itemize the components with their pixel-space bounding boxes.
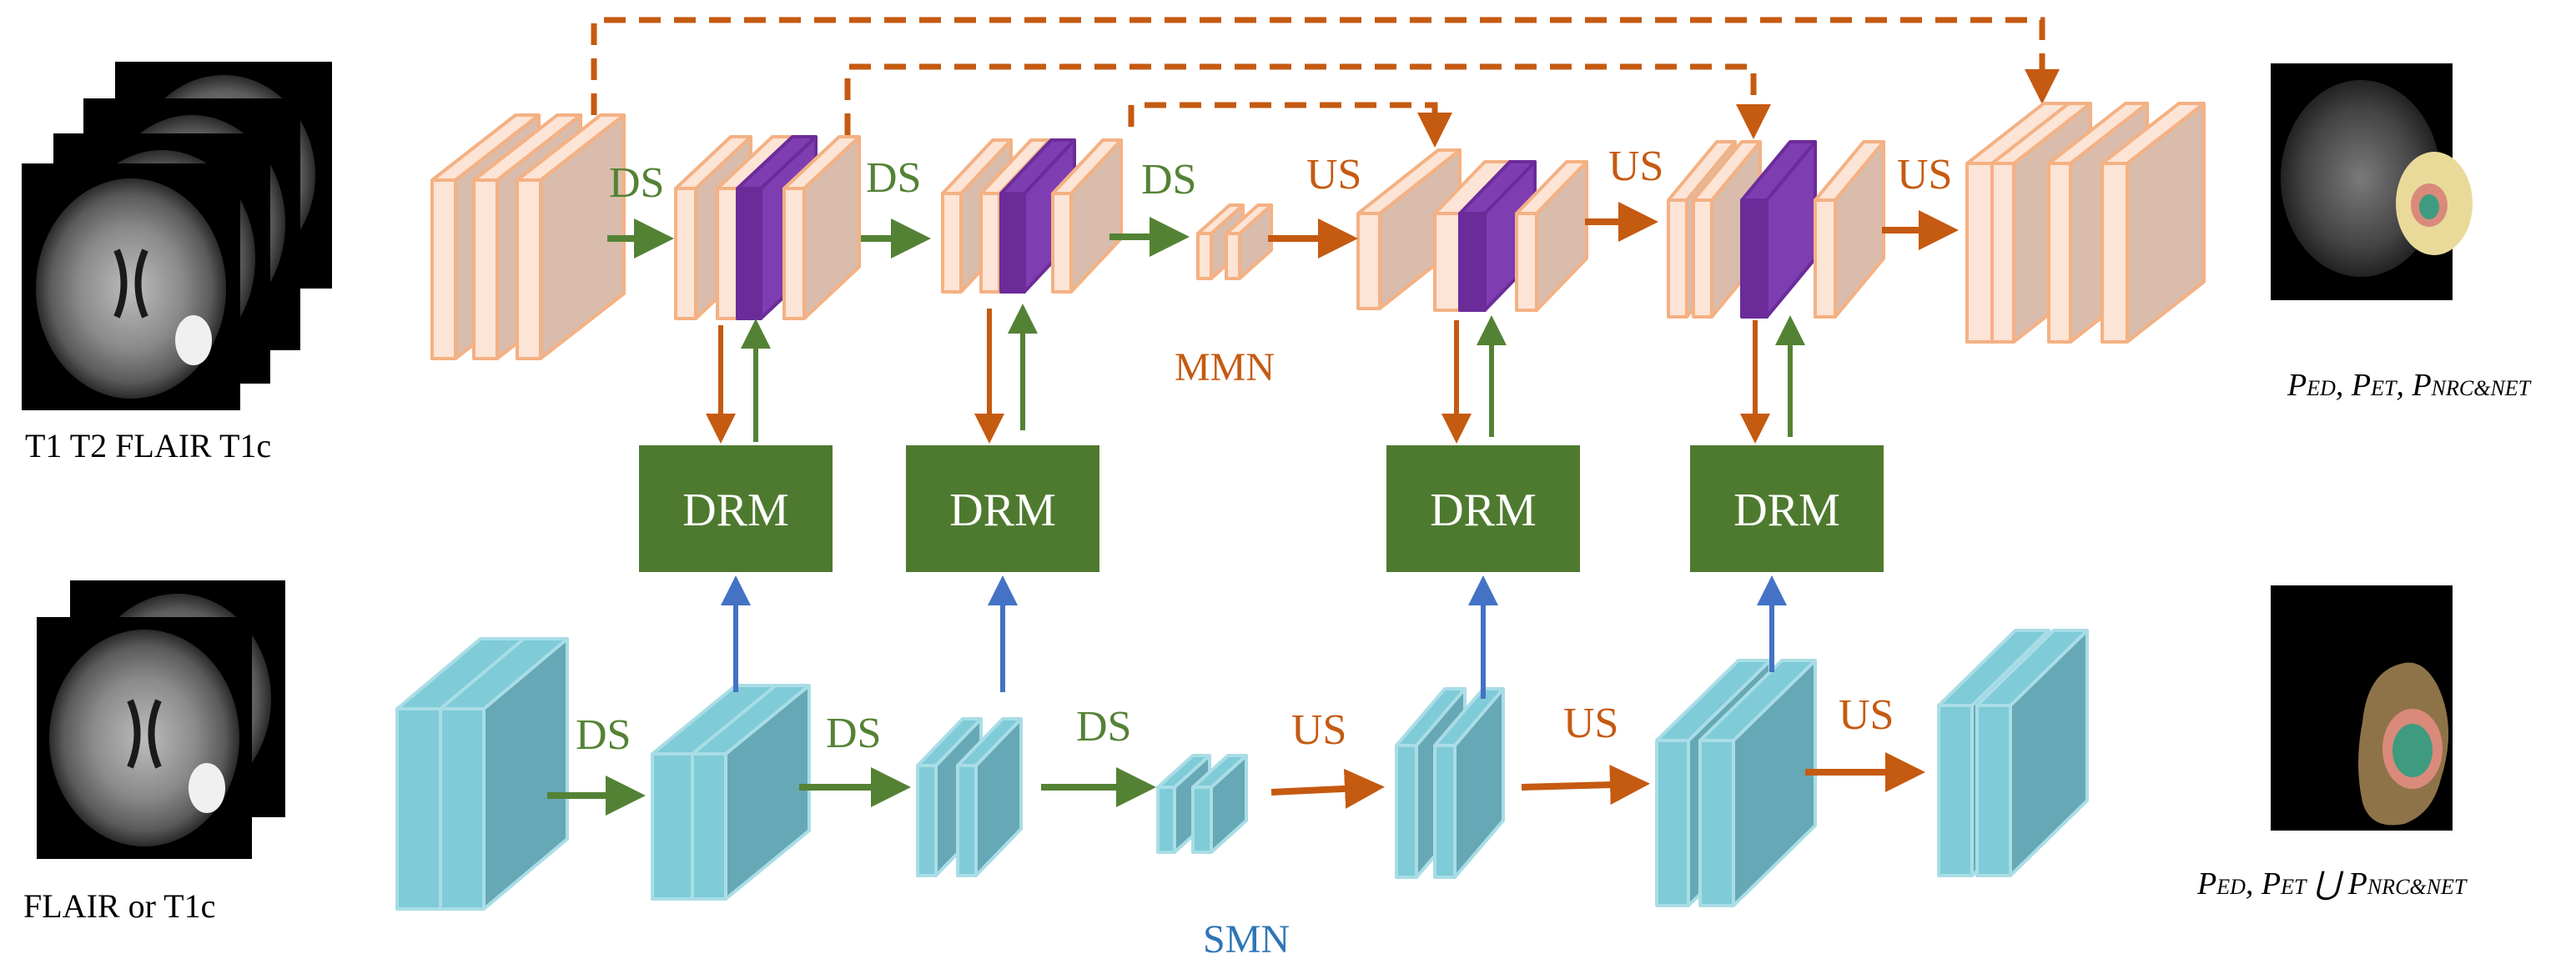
feature-map	[1814, 140, 1885, 319]
input-stack-top	[22, 62, 332, 410]
feature-map	[516, 113, 626, 360]
us-label: US	[1897, 151, 1952, 198]
input-caption-top: T1 T2 FLAIR T1c	[25, 427, 271, 464]
mmn-op-arrows	[607, 202, 1959, 259]
feature-map	[1698, 659, 1817, 907]
feature-map	[2101, 102, 2206, 344]
mri-slice-flair	[37, 617, 252, 859]
us-arrow	[1521, 765, 1650, 806]
ds-label: DS	[866, 154, 921, 202]
ds-label: DS	[576, 711, 631, 759]
vertical-arrows	[706, 304, 1805, 699]
skip-connection	[591, 17, 2060, 115]
ds-label: DS	[1076, 703, 1131, 751]
output-image-top	[2271, 63, 2473, 300]
mmn-label: MMN	[1175, 345, 1275, 389]
us-label: US	[1306, 151, 1361, 198]
feature-map	[1191, 754, 1248, 854]
skip-connection	[1128, 102, 1452, 148]
drm-blocks: DRM DRM DRM DRM	[639, 445, 1884, 572]
us-arrow	[1270, 768, 1385, 809]
ds-label: DS	[826, 710, 881, 757]
smn-op-arrows	[547, 752, 1925, 816]
feature-map	[956, 717, 1023, 877]
smn-label: SMN	[1203, 917, 1290, 961]
feature-map	[1356, 148, 1462, 310]
feature-map	[1225, 203, 1273, 280]
feature-map	[439, 637, 569, 911]
ds-label: DS	[609, 159, 664, 207]
drm-block: DRM	[1690, 445, 1884, 572]
mri-slice-flair	[22, 163, 240, 410]
output-legend-top: PED, PET, PNRC&NET	[2287, 368, 2532, 403]
input-caption-bottom: FLAIR or T1c	[23, 887, 215, 925]
us-label: US	[1563, 700, 1618, 747]
us-label: US	[1839, 691, 1894, 739]
drm-block: DRM	[1386, 445, 1580, 572]
us-label: US	[1608, 143, 1663, 190]
input-stack-bottom	[37, 580, 285, 859]
mmn-op-labels: DS DS DS US US US	[609, 143, 1952, 207]
output-legend-bottom: PED, PET ⋃ PNRC&NET	[2196, 866, 2468, 901]
feature-map	[691, 684, 811, 901]
skip-connection	[844, 63, 1771, 139]
skip-connections	[591, 17, 2060, 148]
feature-map	[1740, 140, 1817, 319]
feature-map	[1051, 138, 1123, 294]
ds-label: DS	[1141, 156, 1196, 203]
svg-text:DRM: DRM	[682, 484, 789, 536]
feature-map	[1975, 629, 2089, 877]
svg-text:DRM: DRM	[949, 484, 1056, 536]
feature-map	[1433, 687, 1505, 879]
smn-op-labels: DS DS DS US US US	[576, 691, 1894, 759]
output-image-bottom	[2271, 585, 2453, 831]
drm-block: DRM	[639, 445, 833, 572]
drm-block: DRM	[906, 445, 1099, 572]
feature-map	[1515, 160, 1588, 312]
us-label: US	[1291, 706, 1346, 754]
svg-text:DRM: DRM	[1733, 484, 1840, 536]
svg-text:DRM: DRM	[1430, 484, 1537, 536]
feature-map	[782, 135, 861, 320]
feature-map	[1458, 160, 1537, 312]
mmn-network	[430, 102, 2206, 360]
